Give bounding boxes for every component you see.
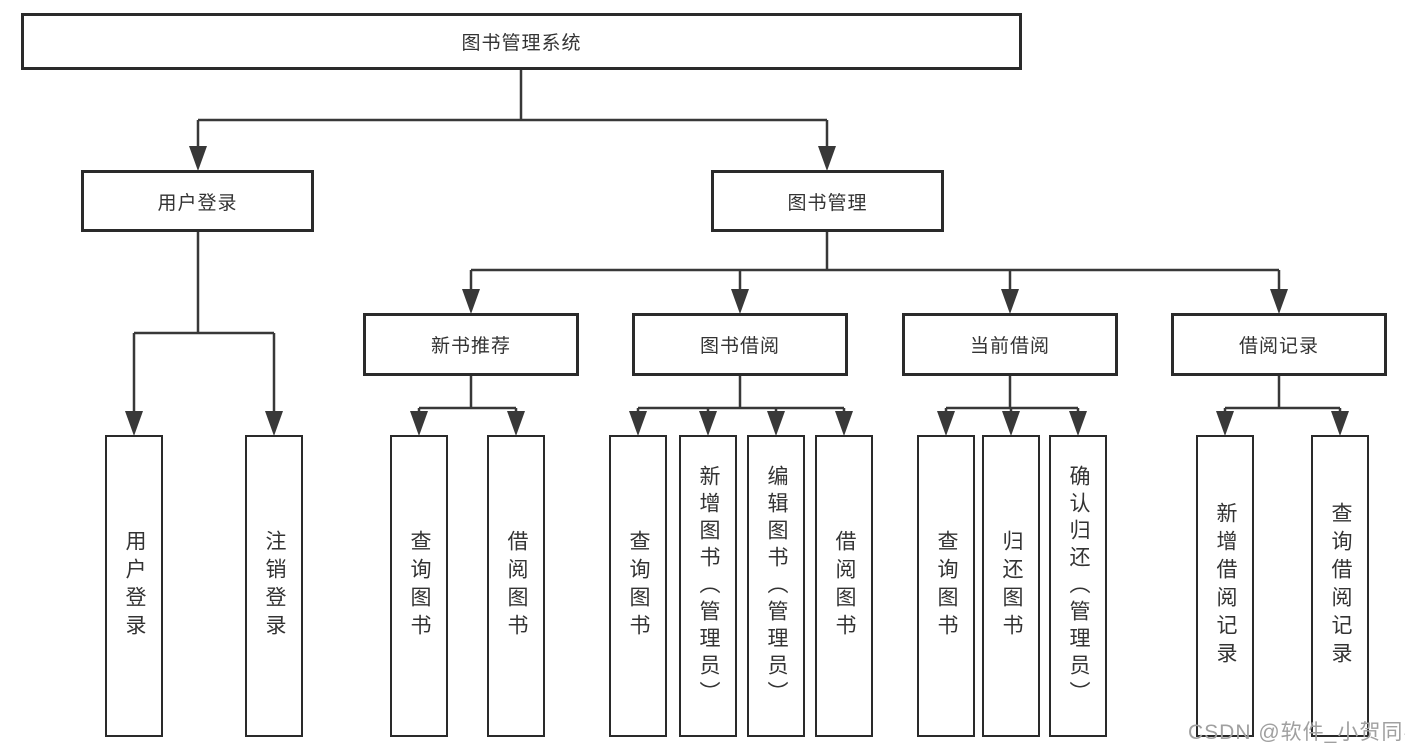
leaf-return-books: 归还图书 [982, 435, 1040, 737]
leaf-borrow-books: 借阅图书 [815, 435, 873, 737]
node-user-login: 用户登录 [81, 170, 314, 232]
leaf-query-books: 查询图书 [390, 435, 448, 737]
arrow-down-icon [767, 411, 785, 436]
arrow-down-icon [731, 289, 749, 314]
connector-borrow-rec-to-leaves [1216, 376, 1349, 436]
connector-user-login-to-leaves [125, 232, 283, 436]
node-book-borrow: 图书借阅 [632, 313, 848, 376]
leaf-query-borrow-record: 查询借阅记录 [1311, 435, 1369, 737]
leaf-query-books: 查询图书 [609, 435, 667, 737]
arrow-down-icon [1069, 411, 1087, 436]
connector-book-mgmt-to-level3 [462, 232, 1288, 314]
arrow-down-icon [189, 146, 207, 171]
arrow-down-icon [410, 411, 428, 436]
arrow-down-icon [125, 411, 143, 436]
arrow-down-icon [937, 411, 955, 436]
connector-root-to-level2 [189, 70, 836, 171]
arrow-down-icon [265, 411, 283, 436]
leaf-borrow-books: 借阅图书 [487, 435, 545, 737]
leaf-edit-books-admin: 编辑图书（管理员） [747, 435, 805, 737]
arrow-down-icon [1331, 411, 1349, 436]
node-borrow-records: 借阅记录 [1171, 313, 1387, 376]
arrow-down-icon [462, 289, 480, 314]
node-current-borrow: 当前借阅 [902, 313, 1118, 376]
connector-new-book-to-leaves [410, 376, 525, 436]
arrow-down-icon [818, 146, 836, 171]
leaf-user-login: 用户登录 [105, 435, 163, 737]
arrow-down-icon [1216, 411, 1234, 436]
arrow-down-icon [629, 411, 647, 436]
connector-book-borrow-to-leaves [629, 376, 853, 436]
connector-cur-borrow-to-leaves [937, 376, 1087, 436]
leaf-logout: 注销登录 [245, 435, 303, 737]
arrow-down-icon [1270, 289, 1288, 314]
leaf-confirm-return-admin: 确认归还（管理员） [1049, 435, 1107, 737]
arrow-down-icon [507, 411, 525, 436]
arrow-down-icon [699, 411, 717, 436]
node-root-system: 图书管理系统 [21, 13, 1022, 70]
leaf-query-books: 查询图书 [917, 435, 975, 737]
node-new-book-recommend: 新书推荐 [363, 313, 579, 376]
arrow-down-icon [835, 411, 853, 436]
watermark: CSDN @软件_小贺同学 [1188, 721, 1405, 744]
leaf-add-borrow-record: 新增借阅记录 [1196, 435, 1254, 737]
node-book-management: 图书管理 [711, 170, 944, 232]
arrow-down-icon [1001, 289, 1019, 314]
leaf-add-books-admin: 新增图书（管理员） [679, 435, 737, 737]
arrow-down-icon [1002, 411, 1020, 436]
